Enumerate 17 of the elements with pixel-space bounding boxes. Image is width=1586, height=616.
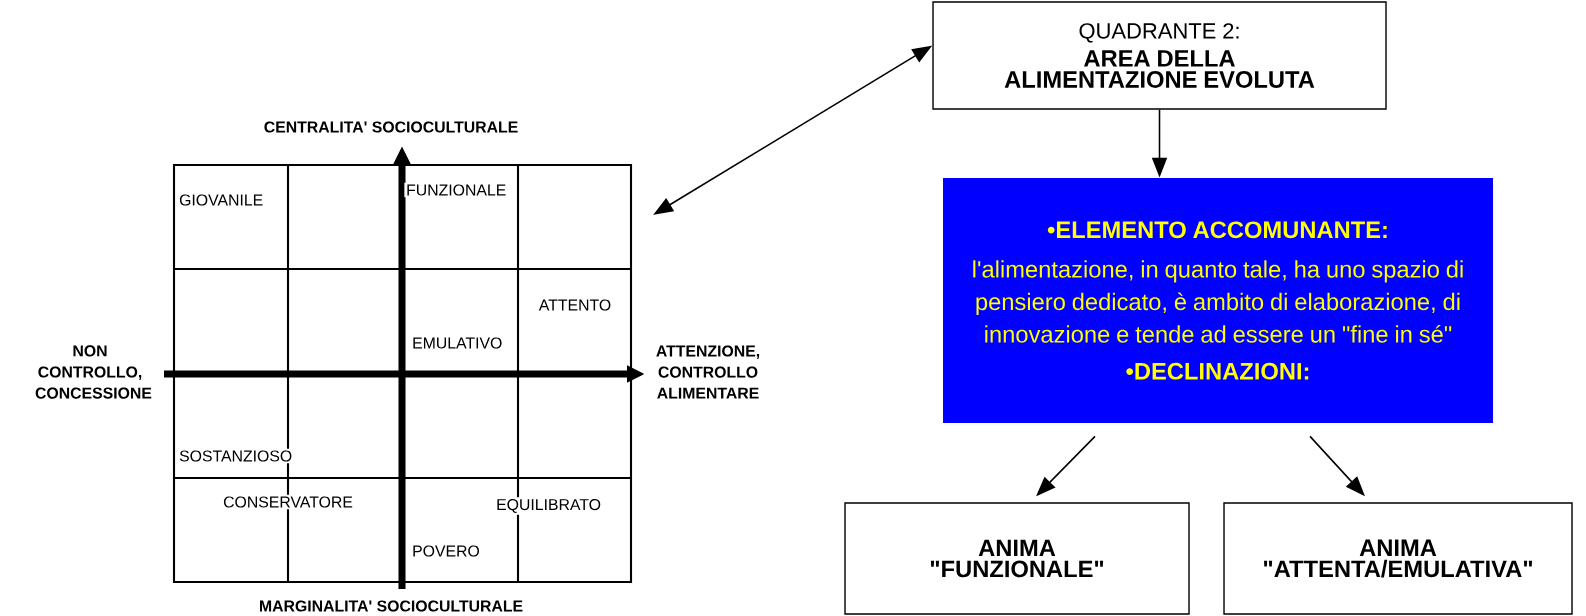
result-box: ANIMA "ATTENTA/EMULATIVA" [1223, 502, 1573, 615]
cell-label: FUNZIONALE [407, 184, 506, 196]
axis-label: ATTENZIONE, CONTROLLO ALIMENTARE [656, 345, 760, 399]
cell-label: EQUILIBRATO [497, 499, 601, 513]
axis-label: CENTRALITA' SOCIOCULTURALE [264, 121, 518, 133]
cell-label: POVERO [413, 545, 480, 557]
cell-label: ATTENTO [538, 299, 611, 311]
heading-box: QUADRANTE 2: AREA DELLA ALIMENTAZIONE EVOLUTA [932, 1, 1387, 110]
description-box: •ELEMENTO ACCOMUNANTE: l'alimentazione, in quanto tale, ha uno spazio di pensiero dedicato, è ambito di elaborazione, di innovazione e tende ad essere un "fine in sé" •DECLINAZIONI: [943, 178, 1493, 423]
cell-label: SOSTANZIOSO [179, 450, 292, 462]
cell-label: EMULATIVO [413, 337, 502, 349]
axis-label: NON CONTROLLO, CONCESSIONE [35, 345, 152, 399]
axis-label: MARGINALITA' SOCIOCULTURALE [260, 600, 523, 612]
grid-drawing [172, 163, 633, 584]
result-box: ANIMA "FUNZIONALE" [844, 502, 1190, 615]
cell-label: CONSERVATORE [223, 496, 353, 508]
cell-label: GIOVANILE [179, 194, 263, 206]
